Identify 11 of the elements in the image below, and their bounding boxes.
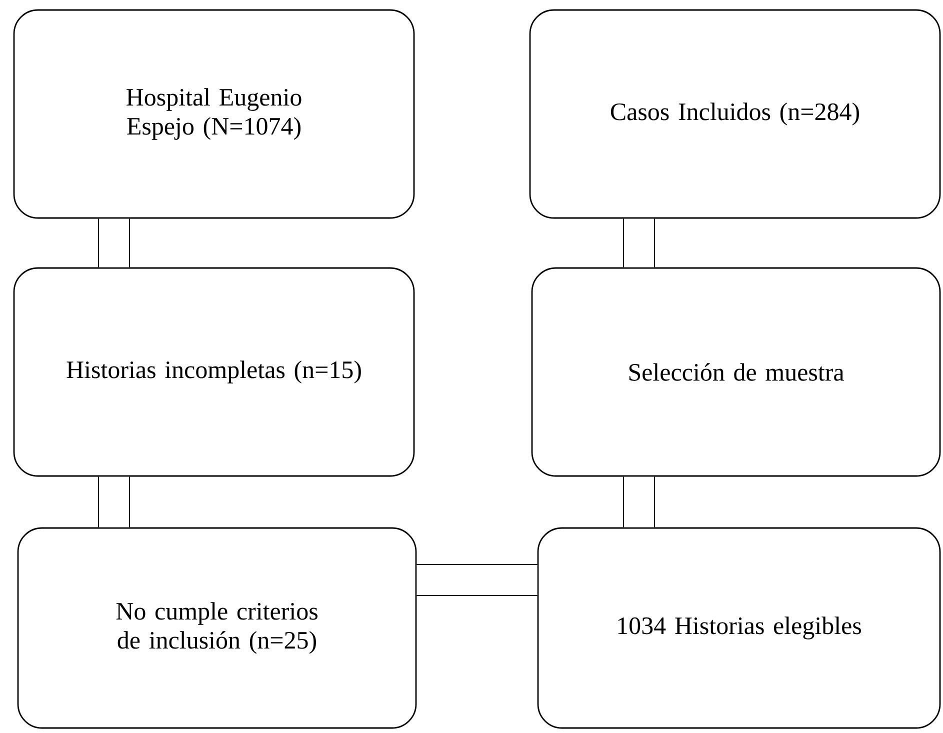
double-line bbox=[623, 476, 655, 528]
process-box: Hospital Eugenio Espejo (N=1074) bbox=[13, 9, 415, 219]
double-line bbox=[98, 476, 130, 528]
process-box: Casos Incluidos (n=284) bbox=[529, 9, 941, 219]
process-box: No cumple criterios de inclusión (n=25) bbox=[17, 527, 417, 729]
double-line bbox=[416, 564, 538, 596]
process-box: Historias incompletas (n=15) bbox=[13, 267, 415, 477]
double-line bbox=[623, 218, 655, 268]
double-line bbox=[98, 218, 130, 268]
process-box: 1034 Historias elegibles bbox=[537, 527, 941, 729]
process-box: Selección de muestra bbox=[531, 267, 941, 477]
